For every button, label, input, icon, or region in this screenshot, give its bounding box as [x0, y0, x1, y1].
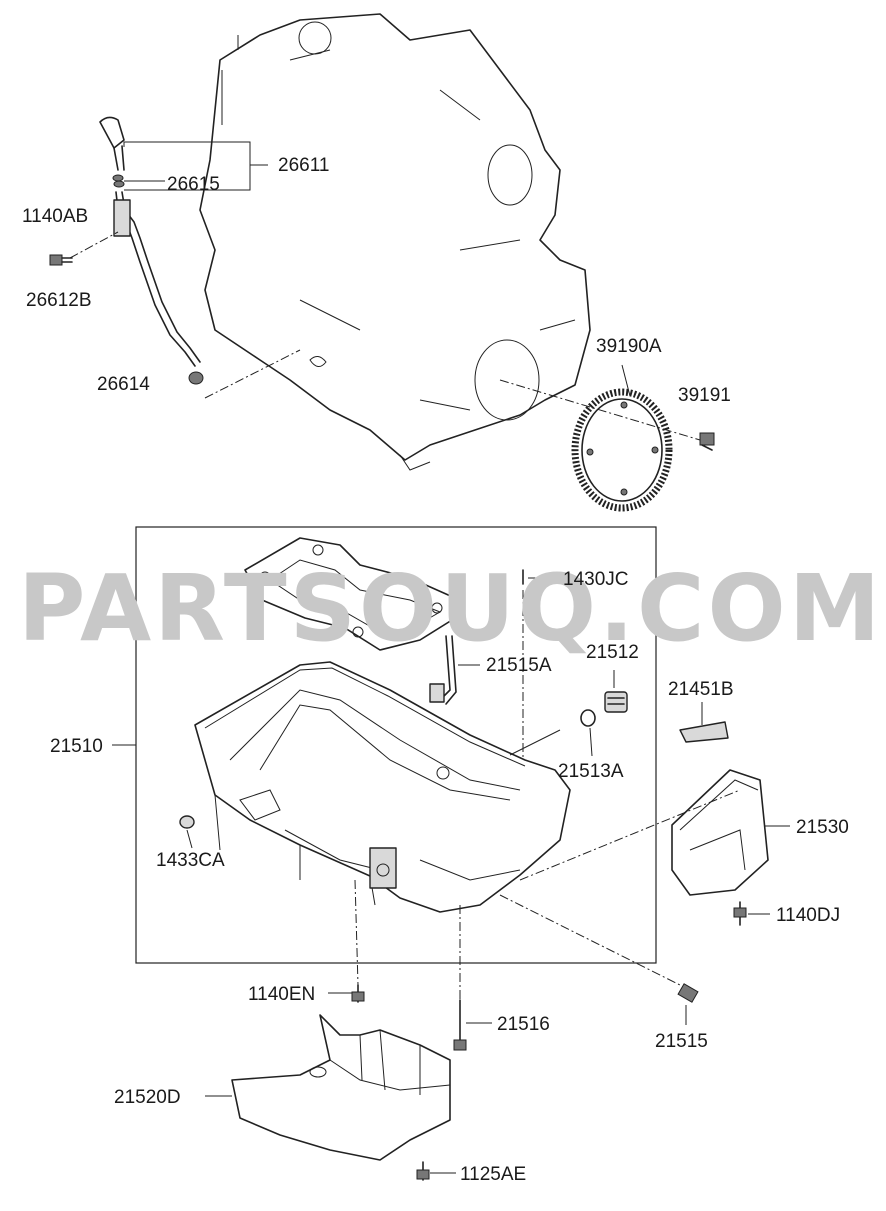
- drain-gasket-21513A: [580, 709, 596, 757]
- label-26615[interactable]: 26615: [167, 174, 220, 195]
- label-21515[interactable]: 21515: [655, 1031, 708, 1052]
- flywheel-ring-gear: [499, 364, 701, 512]
- engine-block: [199, 13, 591, 471]
- label-39190A[interactable]: 39190A: [596, 336, 662, 357]
- watermark: PARTSOUQ.COM: [18, 555, 883, 662]
- bolt-21516: [453, 999, 492, 1051]
- oil-strainer-tube: [429, 635, 480, 705]
- oil-dipstick-assembly: [69, 116, 301, 399]
- label-26614[interactable]: 26614: [97, 374, 150, 395]
- label-1140AB[interactable]: 1140AB: [22, 206, 88, 227]
- plug-1433CA: [179, 815, 195, 849]
- label-21513A[interactable]: 21513A: [558, 761, 624, 782]
- pin-1430JC: [522, 569, 558, 760]
- label-1125AE[interactable]: 1125AE: [460, 1164, 526, 1185]
- part-labels: 26611 26615 1140AB 26612B 26614 39190A 3…: [22, 155, 849, 1185]
- oil-pan-21510: [194, 661, 571, 913]
- label-1433CA[interactable]: 1433CA: [156, 850, 225, 871]
- under-cover-21520D: [205, 1014, 451, 1161]
- label-1140EN[interactable]: 1140EN: [248, 984, 315, 1005]
- label-21510[interactable]: 21510: [50, 736, 103, 757]
- label-21520D[interactable]: 21520D: [114, 1087, 181, 1108]
- bolt-21515: [677, 983, 699, 1025]
- upper-gasket-plate: [244, 537, 461, 651]
- label-1430JC[interactable]: 1430JC: [563, 569, 629, 590]
- label-21516[interactable]: 21516: [497, 1014, 550, 1035]
- bolt-1140DJ: [733, 901, 770, 926]
- label-26611[interactable]: 26611: [278, 155, 329, 176]
- label-39191[interactable]: 39191: [678, 385, 731, 406]
- baffle-21530: [519, 769, 790, 896]
- label-21512[interactable]: 21512: [586, 642, 639, 663]
- drain-plug-21512: [604, 670, 628, 713]
- label-21515A[interactable]: 21515A: [486, 655, 552, 676]
- label-21530[interactable]: 21530: [796, 817, 849, 838]
- bolt-1140AB: [49, 254, 73, 266]
- bolt-1125AE: [416, 1161, 456, 1181]
- bolt-39191: [699, 432, 715, 451]
- label-21451B[interactable]: 21451B: [668, 679, 734, 700]
- label-26612B[interactable]: 26612B: [26, 290, 92, 311]
- label-1140DJ[interactable]: 1140DJ: [776, 905, 840, 926]
- bracket-21451B: [679, 702, 729, 743]
- bolt-1140EN: [328, 984, 365, 1003]
